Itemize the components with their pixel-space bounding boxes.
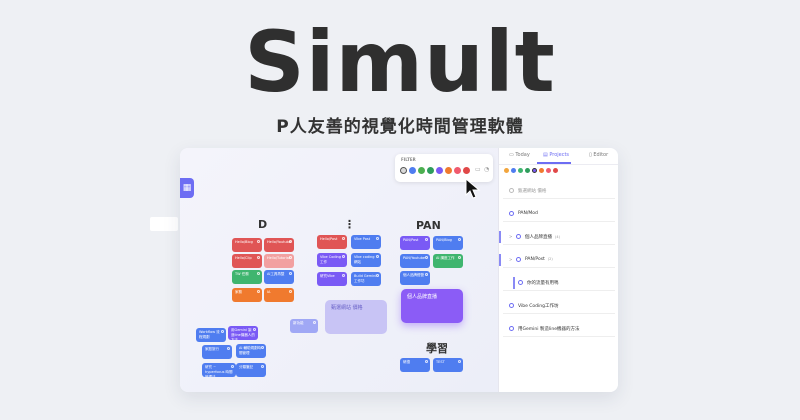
task-card[interactable]: Vibe Post [351,235,381,249]
project-item[interactable]: 用Gemini 製造line機器的方法 [499,322,618,337]
tab-projects[interactable]: ▤ Projects [543,152,570,158]
sidebar-color-4[interactable] [532,168,537,173]
task-card[interactable]: TW 任務 [232,270,262,284]
project-sidebar: ▭ Today ▤ Projects ▯ Editor 甄選網站 價格 PAN/… [498,148,618,392]
task-card[interactable]: Hello/Youtube [264,238,294,252]
project-item[interactable]: Vibe Coding工作坊 [499,299,618,314]
task-card[interactable]: Vibe Coding 工作 [317,253,347,267]
project-item[interactable]: > PAN/Post(2) [499,253,618,268]
task-card[interactable]: 用Gemini 製造line機器人的方法 [228,326,258,340]
filter-panel: FILTER ▭ ◔ [395,154,493,182]
tab-editor[interactable]: ▯ Editor [589,152,609,158]
filter-color-7[interactable] [463,167,470,174]
active-tab-indicator [537,162,571,164]
task-card[interactable]: PAN/Post [400,236,430,250]
task-card[interactable]: Build Gemini 工作坊 [351,272,381,286]
sidebar-color-2[interactable] [518,168,523,173]
filter-color-1[interactable] [409,167,416,174]
task-card[interactable]: Hello/Clip [232,254,262,268]
project-item[interactable]: > 個人品牌直播(4) [499,230,618,245]
calendar-icon[interactable]: ▦ [180,178,194,198]
task-card[interactable]: 家務 [232,288,262,302]
app-window: ▦ FILTER ▭ ◔ D ⋮ PAN 學習 Hello/Blog Hello… [180,148,618,392]
editor-icon: ▯ [589,152,592,158]
sidebar-color-6[interactable] [546,168,551,173]
sidebar-color-5[interactable] [539,168,544,173]
calendar-filter-icon[interactable]: ▭ [475,166,481,173]
task-card[interactable]: 研究Vibe [317,272,347,286]
task-card[interactable]: 分類筆記 [236,363,266,377]
sidebar-tabs: ▭ Today ▤ Projects ▯ Editor [499,148,618,165]
task-card[interactable]: Vibe coding 網站 [351,253,381,267]
filter-color-4[interactable] [436,167,443,174]
project-item[interactable]: 你的流量有用嗎 [499,276,618,291]
project-item[interactable]: 甄選網站 價格 [499,184,618,199]
task-card[interactable]: 個人品牌經營 [400,271,430,285]
sidebar-color-3[interactable] [525,168,530,173]
task-card[interactable]: IA [264,288,294,302]
column-heading: 學習 [426,342,448,355]
filter-color-3[interactable] [427,167,434,174]
task-card[interactable]: 研究 ~ hyperfocus 時間管理法 [202,363,236,377]
sidebar-color-7[interactable] [553,168,558,173]
chevron-right-icon[interactable]: > [509,233,513,239]
filter-color-5[interactable] [445,167,452,174]
decorative-block [150,217,178,231]
task-card[interactable]: Hello/Post [317,235,347,249]
app-title: Simult [244,13,556,111]
task-card[interactable]: AI工具再整 [264,270,294,284]
task-card[interactable]: TEST [433,358,463,372]
sidebar-color-0[interactable] [504,168,509,173]
filter-color-0[interactable] [400,167,407,174]
board-canvas[interactable]: ▦ FILTER ▭ ◔ D ⋮ PAN 學習 Hello/Blog Hello… [180,148,498,392]
task-card[interactable]: AI 輔助規劃時間管理 [236,344,266,358]
column-heading: ⋮ [344,218,355,231]
mouse-cursor-icon [465,178,481,199]
sidebar-color-1[interactable] [511,168,516,173]
project-item[interactable]: PAN/Mod [499,207,618,222]
filter-label: FILTER [401,157,416,162]
big-task-card[interactable]: 個人品牌直播 [401,289,463,323]
task-card[interactable]: PAN/Blog [433,236,463,250]
task-card[interactable]: Workflow 流程規劃 [196,328,226,342]
calendar-icon: ▭ [509,152,514,158]
task-card[interactable]: 新功能 [290,319,318,333]
task-card[interactable]: Hello/Tutorial [264,254,294,268]
column-heading: D [258,218,268,231]
big-task-card[interactable]: 甄選網站 價格 [325,300,387,334]
clock-filter-icon[interactable]: ◔ [484,166,490,173]
task-card[interactable]: PAN/Youtube [400,254,430,268]
chevron-right-icon[interactable]: > [509,256,513,262]
task-card[interactable]: 研讀 [400,358,430,372]
task-card[interactable]: Hello/Blog [232,238,262,252]
column-heading: PAN [416,219,441,232]
task-card[interactable]: 家庭旅行 [202,345,232,359]
filter-color-6[interactable] [454,167,461,174]
app-subtitle: P人友善的視覺化時間管理軟體 [276,117,524,137]
task-card[interactable]: AI 講座工作 [433,254,463,268]
projects-icon: ▤ [543,152,548,158]
filter-color-2[interactable] [418,167,425,174]
tab-today[interactable]: ▭ Today [509,152,530,158]
